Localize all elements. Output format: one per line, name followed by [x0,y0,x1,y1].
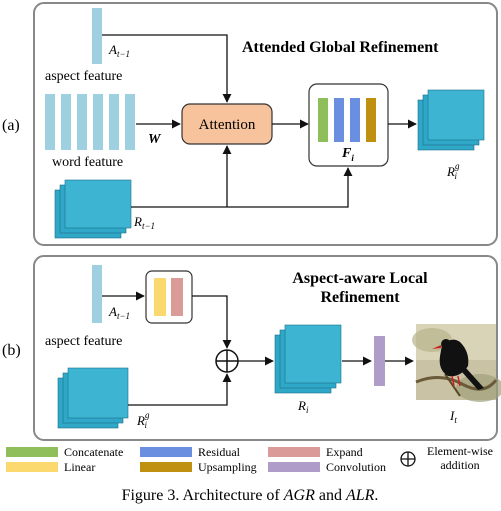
word-bar [109,94,119,150]
figure-caption: Figure 3. Architecture of AGR and ALR. [122,487,379,504]
panel-b-title-line1: Aspect-aware Local [292,270,428,287]
legend-concatenate-swatch [6,447,58,457]
r-prev-symbol: Rt−1 [133,214,155,231]
ri-symbol: Ri [297,398,309,415]
panel-b-label: (b) [2,342,21,359]
legend-convolution-swatch [268,462,320,472]
convolution-bar [374,336,385,386]
legend-elementwise-label-2: addition [440,458,479,472]
panel-a: (a) Attended Global Refinement At−1 aspe… [2,2,498,246]
aspect-feature-bar-b [92,265,102,323]
aspect-symbol: At−1 [108,42,130,59]
legend-upsampling-label: Upsampling [198,460,257,474]
tensor-r-prev [54,179,132,239]
legend-elementwise-icon [400,451,416,467]
panel-b: (b) Aspect-aware Local Refinement At−1 a… [2,255,501,441]
arrow-aspect-to-attention [102,34,232,103]
elementwise-add-node [215,349,239,373]
f-symbol: Fi [341,146,354,163]
tensor-rg-out [417,89,485,151]
f-upsampling-bar [366,98,376,142]
aspect-feature-bar [92,8,102,64]
legend-expand-label: Expand [326,445,363,459]
expand-bar [171,278,183,316]
word-bar [61,94,71,150]
image-symbol: It [449,408,457,425]
output-bird-image [412,324,501,402]
word-feature-label: word feature [52,155,123,170]
legend-linear-swatch [6,462,58,472]
legend-convolution-label: Convolution [326,460,386,474]
legend-concatenate-label: Concatenate [64,445,123,459]
f-concatenate-bar [318,98,328,142]
tensor-rg-in [57,367,129,429]
legend-linear-label: Linear [64,460,95,474]
linear-expand-block [145,270,193,324]
legend: Concatenate Linear Residual Upsampling E… [6,444,493,474]
word-symbol: W [148,132,162,147]
linear-bar [154,278,166,316]
panel-b-title-line2: Refinement [320,289,400,306]
word-bar [93,94,103,150]
word-feature-bars [45,94,135,150]
aspect-feature-label-b: aspect feature [45,334,122,349]
legend-upsampling-swatch [140,462,192,472]
word-bar [45,94,55,150]
word-bar [125,94,135,150]
arrow-r-prev-to-f [131,167,353,208]
panel-a-title: Attended Global Refinement [242,39,439,56]
aspect-symbol-b: At−1 [108,304,130,321]
arrow-linear-to-add [192,295,232,349]
panel-a-label: (a) [2,117,20,134]
legend-expand-swatch [268,447,320,457]
legend-elementwise-label-1: Element-wise [427,444,493,458]
legend-residual-label: Residual [198,445,241,459]
arrow-rg-to-add [128,373,232,406]
tensor-ri [274,324,342,394]
attention-label: Attention [199,117,256,133]
f-residual-bar-2 [350,98,360,142]
f-residual-bar-1 [334,98,344,142]
legend-residual-swatch [140,447,192,457]
aspect-feature-label: aspect feature [45,69,122,84]
word-bar [77,94,87,150]
